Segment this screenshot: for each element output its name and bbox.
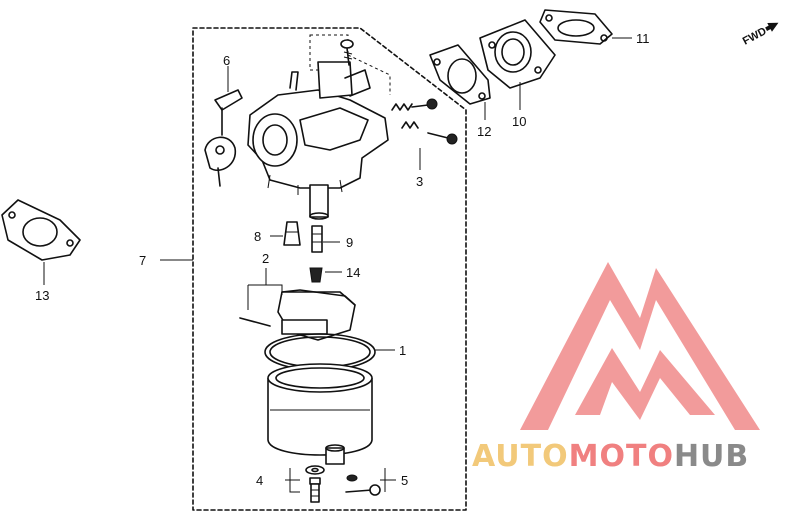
watermark-part-auto: AUTO (472, 439, 569, 474)
callout-8: 8 (254, 229, 261, 244)
callout-12: 12 (477, 124, 491, 139)
callout-4: 4 (256, 473, 263, 488)
main-jet (311, 225, 340, 253)
pilot-screw (340, 39, 354, 66)
callout-7: 7 (139, 253, 146, 268)
callout-14: 14 (346, 265, 360, 280)
main-nozzle (309, 267, 342, 283)
float (239, 268, 356, 341)
fwd-arrow-icon (767, 22, 779, 32)
choke-lever (204, 66, 243, 187)
callout-3: 3 (416, 174, 423, 189)
watermark-logo-shape (520, 262, 760, 430)
gasket-11 (539, 9, 632, 45)
callout-1: 1 (399, 343, 406, 358)
float-valve (270, 221, 301, 246)
throttle-stop-screw-set (391, 98, 458, 170)
fwd-label: FWD (741, 25, 769, 47)
drain-screw (345, 468, 396, 496)
callout-2: 2 (262, 251, 269, 266)
fwd-indicator: FWD (741, 22, 779, 48)
gasket-13 (1, 199, 81, 285)
callout-5: 5 (401, 473, 408, 488)
assembly-bracket-7 (192, 27, 467, 511)
callout-13: 13 (35, 288, 49, 303)
insulator (479, 19, 556, 110)
carburetor-body (247, 61, 389, 220)
watermark-logo (520, 262, 760, 430)
callout-10: 10 (512, 114, 526, 129)
watermark-part-moto: MOTO (569, 439, 674, 474)
float-chamber (267, 363, 373, 465)
watermark-part-hub: HUB (674, 439, 749, 474)
drain-bolt (285, 465, 325, 503)
callout-9: 9 (346, 235, 353, 250)
callout-6: 6 (223, 53, 230, 68)
watermark-text: AUTOMOTOHUB (472, 439, 749, 474)
callout-11: 11 (636, 31, 650, 46)
gasket-12 (429, 44, 491, 120)
